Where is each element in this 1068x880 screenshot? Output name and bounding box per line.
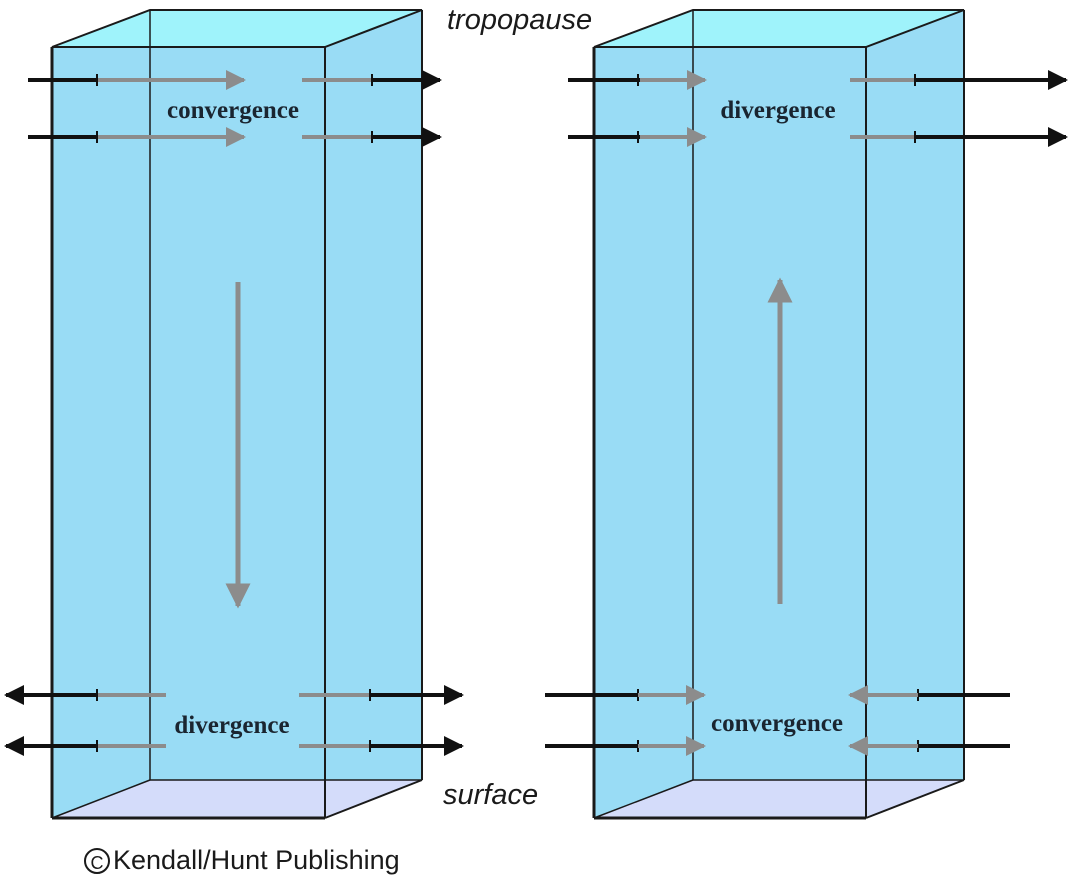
copyright-icon: C <box>84 847 110 874</box>
left-lower-outflow-arrow-1 <box>4 685 166 705</box>
left-lower-outflow-arrow-4 <box>299 736 464 756</box>
left-bottom-label: divergence <box>174 712 289 739</box>
left-column-front-face <box>52 47 325 818</box>
right-column-side-bottom-edge <box>865 779 965 819</box>
right-column-bottom-face <box>594 780 964 818</box>
right-top-label: divergence <box>720 97 835 124</box>
tropopause-label: tropopause <box>447 4 592 36</box>
surface-label: surface <box>443 779 538 811</box>
right-upper-inflow-arrow-2 <box>568 127 707 147</box>
left-lower-outflow-arrow-2 <box>4 736 166 756</box>
right-lower-inflow-arrow-1 <box>545 685 706 705</box>
right-column-right-face <box>866 10 964 818</box>
right-column-back-diag-edge <box>593 779 694 819</box>
left-upper-outflow-arrow-1 <box>302 70 442 90</box>
left-column-bottom-face <box>52 780 422 818</box>
left-column-right-face <box>325 10 422 818</box>
left-lower-outflow-arrow-3 <box>299 685 464 705</box>
right-lower-inflow-arrow-3 <box>848 685 1010 705</box>
right-column: divergence convergence <box>545 9 1068 820</box>
right-lower-inflow-arrow-2 <box>545 736 706 756</box>
left-upper-outflow-arrow-2 <box>302 127 442 147</box>
right-lower-inflow-arrow-4 <box>848 736 1010 756</box>
left-column: convergence divergence <box>4 9 464 820</box>
right-upper-outflow-arrow-2 <box>850 127 1068 147</box>
left-upper-inflow-arrow-2 <box>28 127 246 147</box>
credit-text: Kendall/Hunt Publishing <box>113 845 400 875</box>
credit-line: C Kendall/Hunt Publishing <box>84 845 400 876</box>
right-upper-inflow-arrow-1 <box>568 70 707 90</box>
right-upper-outflow-arrow-1 <box>850 70 1068 90</box>
left-column-side-bottom-edge <box>324 779 423 819</box>
right-column-front-face <box>594 47 866 818</box>
left-upper-inflow-arrow-1 <box>28 70 246 90</box>
right-bottom-label: convergence <box>711 710 843 737</box>
left-top-label: convergence <box>167 97 299 124</box>
left-column-back-diag-edge <box>51 779 151 819</box>
